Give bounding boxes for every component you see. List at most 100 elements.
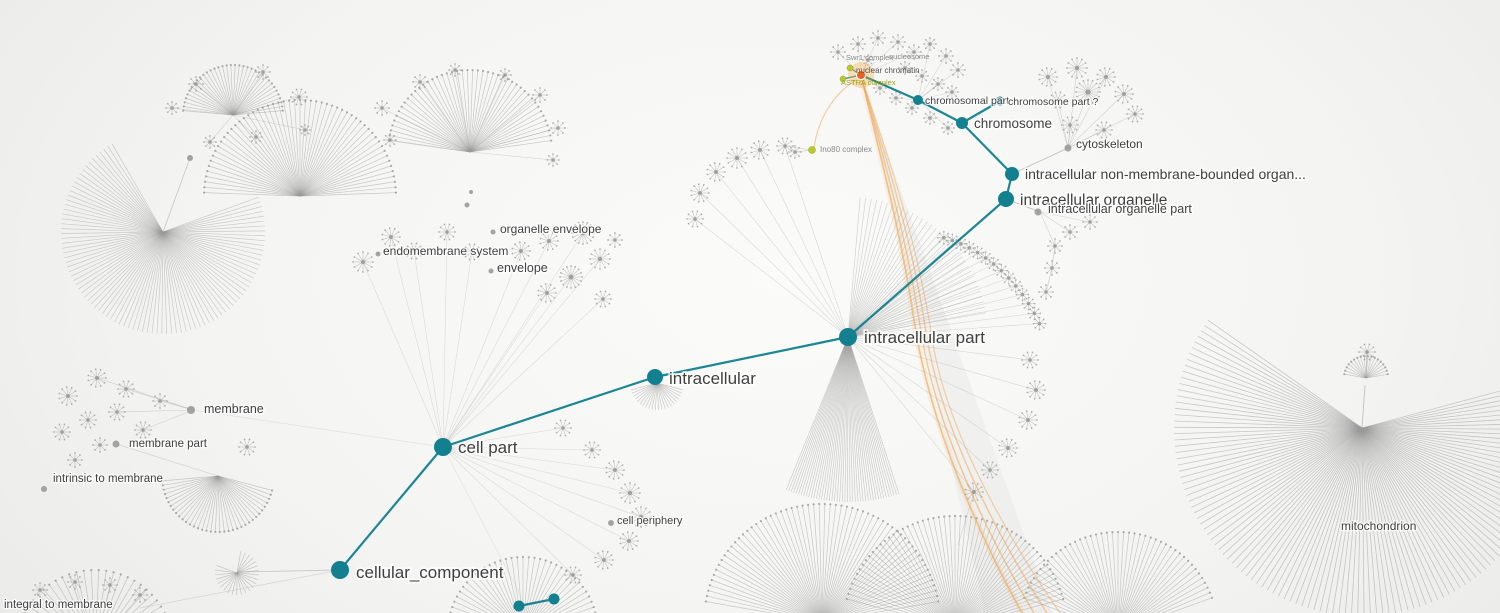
term-node-cellular_component[interactable] bbox=[331, 561, 349, 579]
term-node-chromosome_part[interactable] bbox=[995, 96, 1005, 106]
cluster-flower bbox=[726, 147, 748, 169]
cluster-flower bbox=[564, 566, 582, 584]
term-label-intracellular-part[interactable]: intracellular part bbox=[862, 326, 987, 349]
cluster-flower bbox=[463, 243, 481, 261]
cluster-flower bbox=[898, 61, 912, 75]
term-label-mitochondrion[interactable]: mitochondrion bbox=[1340, 518, 1418, 535]
term-node-intracellular[interactable] bbox=[647, 369, 663, 385]
term-label-swr1-complex[interactable]: Swr1 complex bbox=[846, 53, 893, 62]
cluster-fan bbox=[1022, 530, 1214, 613]
cluster-flower bbox=[412, 74, 428, 90]
spoke-line bbox=[96, 377, 194, 411]
term-node-chromosome[interactable] bbox=[956, 117, 968, 129]
cluster-flower bbox=[776, 137, 794, 155]
term-label-cell-periphery[interactable]: cell periphery bbox=[616, 514, 684, 528]
term-label-intracellular[interactable]: intracellular bbox=[667, 367, 758, 390]
spoke-line bbox=[442, 292, 548, 448]
term-label-organelle-envelope[interactable]: organelle envelope bbox=[499, 221, 603, 238]
term-label-intracellular-organelle-part[interactable]: intracellular organelle part bbox=[1047, 201, 1194, 218]
term-label-nucleosome[interactable]: nucleosome bbox=[889, 52, 929, 61]
term-label-membrane[interactable]: membrane bbox=[203, 401, 266, 418]
term-node-intracellular_part[interactable] bbox=[839, 328, 857, 346]
spoke-line bbox=[1039, 211, 1056, 247]
spoke-line bbox=[454, 69, 471, 153]
connector-line bbox=[1361, 384, 1366, 429]
path-edge bbox=[847, 198, 1007, 338]
term-dot bbox=[112, 440, 120, 448]
spoke-line bbox=[442, 258, 601, 448]
enriched-term-node[interactable] bbox=[846, 64, 854, 72]
spoke-line bbox=[847, 237, 945, 338]
term-node-minor_term_b[interactable] bbox=[548, 593, 560, 605]
spoke-line bbox=[389, 139, 471, 153]
connector-line bbox=[957, 491, 975, 546]
cluster-flower bbox=[53, 423, 71, 441]
spoke-line bbox=[857, 43, 862, 76]
term-label-intracellular-organelle[interactable]: intracellular organelle bbox=[1018, 190, 1169, 210]
cluster-flower bbox=[405, 242, 423, 260]
cluster-flower bbox=[438, 223, 456, 241]
cluster-flower bbox=[1082, 214, 1098, 230]
cluster-flower bbox=[906, 44, 922, 60]
cluster-flower bbox=[1061, 116, 1079, 134]
term-label-nuclear-chromatin[interactable]: nuclear chromatin bbox=[856, 66, 920, 75]
cluster-flower bbox=[936, 230, 951, 245]
cluster-flower bbox=[1015, 287, 1030, 302]
term-node-non_membrane_bounded_organelle[interactable] bbox=[1005, 167, 1019, 181]
term-label-endomembrane-system[interactable]: endomembrane system bbox=[382, 243, 510, 260]
cluster-flower bbox=[1126, 105, 1144, 123]
spoke-line bbox=[1047, 76, 1069, 149]
spoke-line bbox=[847, 313, 1035, 338]
selected-term-node-nuclear_chromatin[interactable] bbox=[856, 70, 866, 80]
enriched-term-node[interactable] bbox=[808, 146, 816, 154]
cluster-flower bbox=[152, 393, 168, 409]
term-dot bbox=[41, 486, 47, 492]
spoke-line bbox=[390, 236, 444, 448]
cluster-flower bbox=[850, 36, 866, 52]
cluster-flower bbox=[290, 88, 308, 106]
connector-line bbox=[1051, 245, 1056, 269]
spoke-line bbox=[860, 37, 879, 76]
term-label-cytoskeleton[interactable]: cytoskeleton bbox=[1075, 136, 1144, 153]
cluster-flower bbox=[1027, 306, 1042, 321]
cluster-fan bbox=[847, 197, 986, 338]
term-label-astra-complex[interactable]: ASTRA complex bbox=[841, 78, 896, 87]
term-label-chromosomal-part[interactable]: chromosomal part bbox=[924, 94, 1010, 108]
spoke-line bbox=[232, 71, 264, 116]
path-edge bbox=[339, 446, 444, 571]
cluster-flower bbox=[238, 438, 256, 456]
spoke-line bbox=[442, 446, 630, 542]
cluster-fan bbox=[387, 68, 553, 153]
term-label-chromosome-part[interactable]: chromosome part ? bbox=[1007, 95, 1100, 109]
cluster-flower bbox=[1096, 67, 1116, 87]
cluster-flower bbox=[92, 437, 108, 453]
term-label-intrinsic-to-membrane[interactable]: intrinsic to membrane bbox=[52, 472, 164, 487]
term-label-integral-to-membrane[interactable]: integral to membrane bbox=[3, 598, 114, 613]
spoke-line bbox=[442, 446, 593, 451]
enriched-term-node[interactable] bbox=[839, 75, 847, 83]
term-node-minor_term_a[interactable] bbox=[513, 600, 525, 612]
term-dot bbox=[1034, 208, 1042, 216]
cluster-flower bbox=[870, 30, 886, 46]
term-label-membrane-part[interactable]: membrane part bbox=[128, 437, 209, 452]
path-edge bbox=[654, 335, 849, 379]
term-node-intracellular_organelle[interactable] bbox=[998, 191, 1014, 207]
cluster-fan bbox=[1173, 319, 1500, 613]
term-label-chromosome[interactable]: chromosome bbox=[973, 115, 1054, 133]
term-label-cellular-component[interactable]: cellular_component bbox=[354, 561, 505, 584]
term-label-ino80-complex[interactable]: Ino80 complex bbox=[820, 145, 872, 154]
cluster-flower bbox=[1075, 79, 1101, 105]
connector-line bbox=[239, 569, 341, 573]
cluster-flower bbox=[352, 251, 374, 273]
term-node-cell_part[interactable] bbox=[434, 438, 452, 456]
term-label-envelope[interactable]: envelope bbox=[496, 260, 550, 277]
term-node-chromosomal_part[interactable] bbox=[913, 95, 923, 105]
spoke-line bbox=[847, 285, 1016, 338]
term-dot bbox=[1064, 144, 1072, 152]
term-label-non-membrane-bounded-organelle[interactable]: intracellular non-membrane-bounded organ… bbox=[1023, 164, 1307, 183]
spoke-line bbox=[442, 231, 448, 448]
term-dot bbox=[490, 229, 496, 235]
term-label-cell-part[interactable]: cell part bbox=[456, 436, 520, 459]
term-dot bbox=[464, 202, 470, 208]
